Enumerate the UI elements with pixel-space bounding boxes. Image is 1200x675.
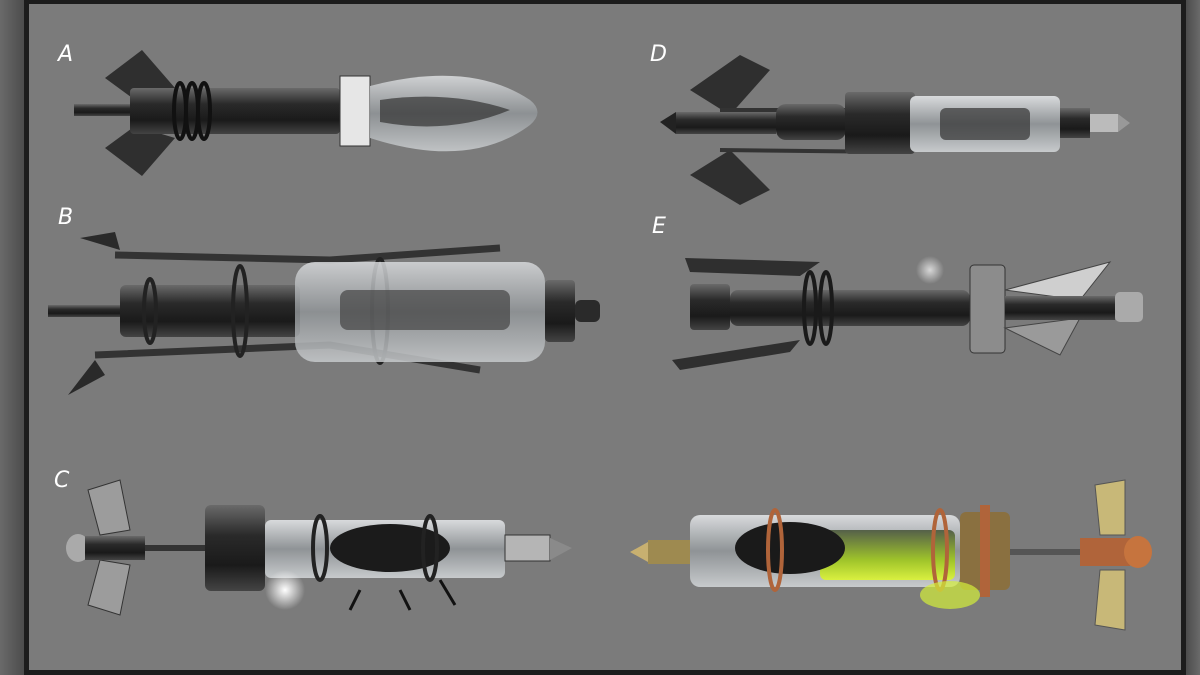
syringe-e bbox=[672, 256, 1143, 370]
label-a: A bbox=[58, 42, 74, 67]
right-edge bbox=[1186, 0, 1200, 675]
label-d: D bbox=[650, 42, 667, 67]
label-c: C bbox=[54, 468, 70, 493]
syringe-color-variant bbox=[630, 479, 1152, 631]
left-edge bbox=[0, 0, 24, 675]
syringe-b bbox=[48, 232, 600, 395]
syringe-a bbox=[74, 50, 538, 176]
syringe-d bbox=[660, 55, 1130, 205]
syringe-c bbox=[66, 479, 572, 616]
label-e: E bbox=[652, 214, 666, 239]
label-b: B bbox=[58, 205, 74, 230]
